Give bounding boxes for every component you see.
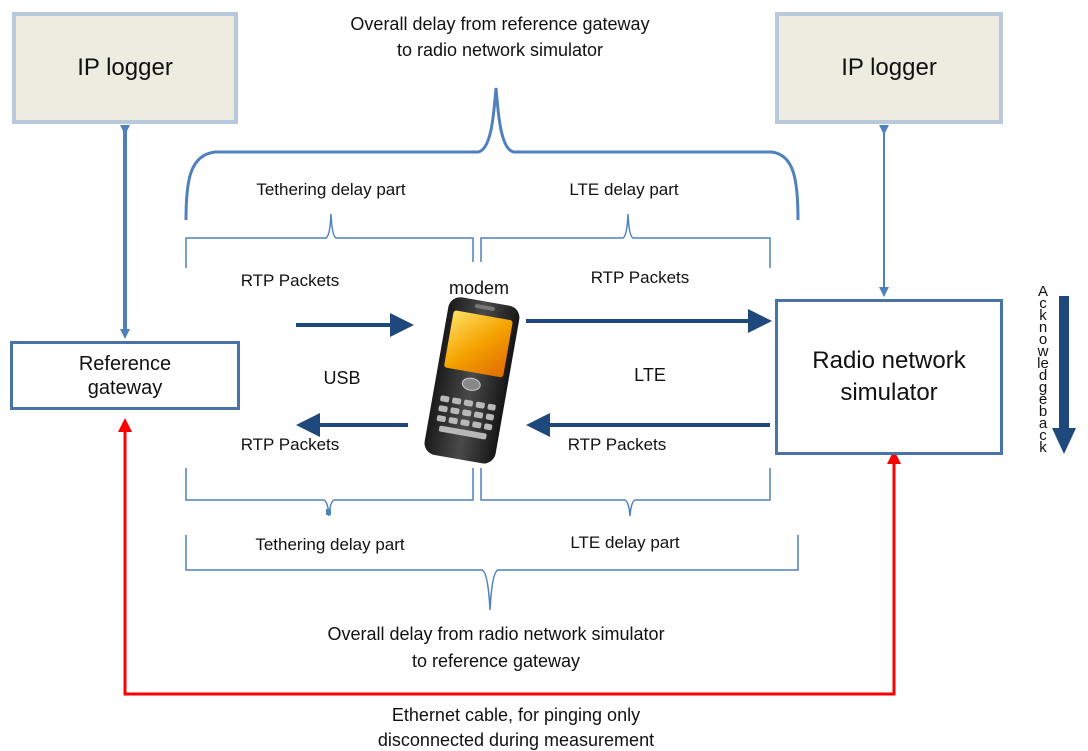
vertical-arrow-label: Acknowledge back bbox=[1037, 283, 1049, 456]
overall-delay-top-line1: Overall delay from reference gateway bbox=[350, 14, 650, 34]
reference-gateway-line2: gateway bbox=[87, 376, 163, 399]
overall-delay-bottom-line1: Overall delay from radio network simulat… bbox=[327, 624, 665, 644]
modem-label: modem bbox=[448, 278, 510, 298]
ip-logger-right: IP logger bbox=[775, 12, 1003, 124]
tethering-delay-bottom-label: Tethering delay part bbox=[255, 535, 405, 554]
lte-delay-top-label: LTE delay part bbox=[569, 180, 679, 199]
lte-delay-bottom-label: LTE delay part bbox=[570, 533, 680, 552]
tethering-delay-top-label: Tethering delay part bbox=[256, 180, 406, 199]
lte-delay-brace-top bbox=[480, 213, 771, 268]
lte-label: LTE bbox=[634, 365, 666, 385]
tethering-delay-brace-top bbox=[185, 213, 474, 268]
usb-label: USB bbox=[323, 368, 361, 388]
rtp-packets-bottom-left: RTP Packets bbox=[240, 435, 340, 454]
overall-delay-bottom-line2: to reference gateway bbox=[411, 651, 581, 671]
ip-logger-left-label: IP logger bbox=[77, 54, 173, 81]
ethernet-note-line1: Ethernet cable, for pinging only bbox=[391, 705, 641, 725]
overall-delay-brace-bottom bbox=[185, 535, 799, 611]
tethering-delay-brace-bottom bbox=[185, 468, 474, 517]
ip-logger-left: IP logger bbox=[12, 12, 238, 124]
rtp-packets-top-left: RTP Packets bbox=[240, 271, 340, 290]
reference-gateway: Reference gateway bbox=[10, 341, 240, 410]
ip-logger-right-label: IP logger bbox=[841, 54, 937, 81]
rtp-packets-top-right: RTP Packets bbox=[590, 268, 690, 287]
ethernet-note-line2: disconnected during measurement bbox=[377, 730, 655, 750]
lte-delay-brace-bottom bbox=[480, 468, 771, 517]
ethernet-cable bbox=[123, 430, 896, 696]
radio-simulator-line1: Radio network bbox=[812, 347, 966, 374]
smartphone-icon bbox=[424, 297, 520, 464]
radio-network-simulator: Radio network simulator bbox=[775, 299, 1003, 455]
radio-simulator-line2: simulator bbox=[840, 379, 938, 406]
overall-delay-brace-top bbox=[184, 87, 800, 221]
overall-delay-top-line2: to radio network simulator bbox=[396, 40, 604, 60]
brace-marker bbox=[326, 509, 331, 515]
rtp-packets-bottom-right: RTP Packets bbox=[567, 435, 667, 454]
reference-gateway-line1: Reference bbox=[78, 352, 172, 375]
